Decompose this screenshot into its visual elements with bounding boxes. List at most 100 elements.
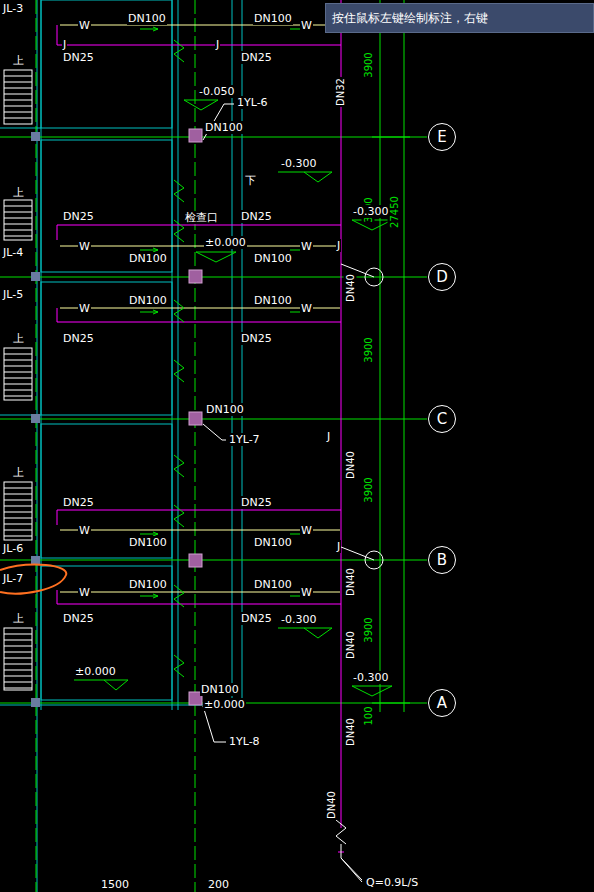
annotation: Q=0.9L/S [365,876,419,889]
stair-tread [4,94,32,95]
pipe-size: DN100 [128,252,168,265]
drain-pipes [60,25,340,592]
status-bar: 按住鼠标左键绘制标注，右键 [325,3,594,33]
flow-arrow [140,27,158,31]
riser-symbol [341,264,383,569]
annotation: JL-5 [2,288,24,301]
annotation: W [78,586,91,599]
annotation: -0.300 [280,157,317,170]
pipe-size: DN25 [62,51,95,64]
valve-symbol [336,820,362,882]
annotation: 3900 [362,616,375,643]
pipe-size: DN25 [240,332,273,345]
stair-tread [4,634,32,635]
leader-line [203,104,234,742]
expansion-joint [174,40,184,62]
pipe-size: DN40 [344,567,357,597]
status-text: 按住鼠标左键绘制标注，右键 [332,10,488,27]
grid-bubble: C [428,405,456,433]
stair [4,348,32,400]
expansion-joint [174,655,184,677]
pipe-size: DN100 [253,12,293,25]
stair-tread [4,236,32,237]
stair-tread [4,676,32,677]
stair-tread [4,646,32,647]
expansion-joint [174,360,184,382]
pipe-size: DN25 [240,612,273,625]
stair-tread [4,354,32,355]
annotation: 1YL-6 [236,96,269,109]
stair-tread [4,670,32,671]
stair-tread [4,372,32,373]
expansion-joint [174,300,184,322]
annotation: W [78,19,91,32]
annotation: JL-7 [2,572,24,585]
annotation: 上 [12,186,25,199]
annotation: W [300,524,313,537]
annotation: W [300,586,313,599]
annotation: W [300,19,313,32]
grid-bubble: B [428,546,456,574]
annotation: 3900 [362,336,375,363]
supply-pipes [57,0,344,852]
annotation: JL-3 [2,2,24,15]
pipe-size: DN25 [240,496,273,509]
annotation: J [215,38,220,51]
annotation: 上 [12,54,25,67]
pipe-size: DN100 [128,578,168,591]
pipe-size: DN25 [62,332,95,345]
annotation: 上 [12,466,25,479]
expansion-joint [174,455,184,477]
leader-line [341,858,362,880]
pipe-size: DN100 [205,403,245,416]
pipe-size: DN25 [240,210,273,223]
stair-tread [4,536,32,537]
stair-tread [4,518,32,519]
annotation: 3900 [362,476,375,503]
annotation: 上 [12,332,25,345]
stair-tread [4,378,32,379]
annotation: W [78,240,91,253]
annotation: 100 [362,705,375,726]
grid-bubble: A [428,689,456,717]
annotation: W [300,240,313,253]
stair-tread [4,524,32,525]
stair-tread [4,76,32,77]
stair-tread [4,360,32,361]
stair-tread [4,390,32,391]
pipe-size: DN100 [253,578,293,591]
pipe-size: DN100 [127,12,167,25]
annotation: 1500 [100,878,130,891]
stair [4,482,32,540]
stair-tread [4,100,32,101]
pipe-size: DN25 [62,496,95,509]
stair-tread [4,112,32,113]
grid-letter: A [437,694,447,712]
stair-tread [4,106,32,107]
annotation: J [62,38,67,51]
annotation: W [78,302,91,315]
expansion-joint [174,585,184,607]
stair-tread [4,396,32,397]
grid-letter: B [437,551,447,569]
stair-tread [4,218,32,219]
annotation: -0.300 [352,205,389,218]
grid-bubble: E [428,123,456,151]
stair-tread [4,384,32,385]
pipe-size: DN25 [240,51,273,64]
stair-tread [4,488,32,489]
annotation: 1YL-8 [228,735,261,748]
annotation: JL-6 [2,542,24,555]
stair-tread [4,506,32,507]
grid-letter: D [436,268,448,286]
pipe-size: DN100 [128,536,168,549]
stair-tread [4,530,32,531]
pipe-size: DN25 [62,210,95,223]
stair-tread [4,366,32,367]
grid-letter: E [437,128,446,146]
expansion-joint [174,180,184,202]
stair-tread [4,118,32,119]
annotation: 3900 [362,51,375,78]
annotation: 检查口 [184,211,219,224]
